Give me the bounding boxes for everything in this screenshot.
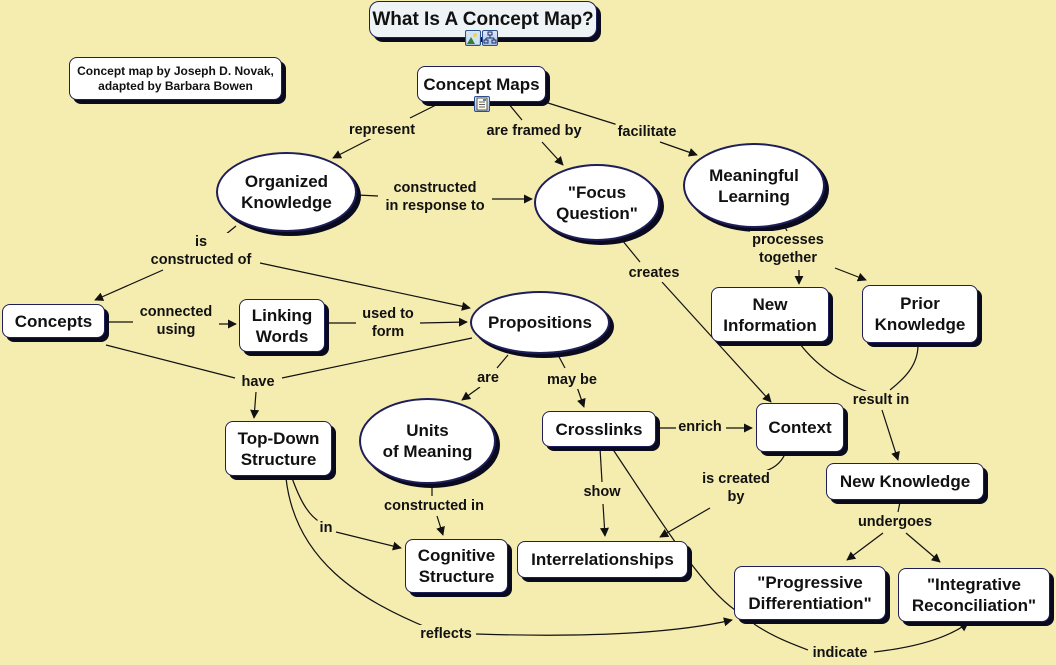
edge-result-in1 xyxy=(799,343,869,393)
concept-propositions[interactable]: Propositions xyxy=(470,291,610,354)
link-connected-using[interactable]: connected using xyxy=(137,303,215,339)
edge-have-out xyxy=(250,391,260,419)
edge-undergoes-out2 xyxy=(905,532,941,563)
link-result-in[interactable]: result in xyxy=(850,391,912,409)
concept-progressive-differentiation[interactable]: "Progressive Differentiation" xyxy=(734,566,886,620)
concept-concepts[interactable]: Concepts xyxy=(2,304,105,338)
concept-interrelationships[interactable]: Interrelationships xyxy=(517,541,688,578)
edge-have-in1 xyxy=(105,344,236,379)
link-have[interactable]: have xyxy=(239,373,277,391)
edge-result-out xyxy=(881,409,900,461)
link-in[interactable]: in xyxy=(317,519,335,537)
link-reflects[interactable]: reflects xyxy=(418,625,474,643)
link-used-to-form[interactable]: used to form xyxy=(360,305,416,341)
link-represent[interactable]: represent xyxy=(346,121,418,139)
edge-undergoes-out1 xyxy=(846,532,884,561)
edge-indicate-out xyxy=(873,622,969,653)
edge-constructedin-out xyxy=(436,515,445,536)
concept-prior-knowledge[interactable]: Prior Knowledge xyxy=(862,285,978,343)
concept-crosslinks[interactable]: Crosslinks xyxy=(542,411,656,447)
edge-in-out xyxy=(335,531,402,551)
link-is-constructed-of[interactable]: is constructed of xyxy=(148,233,254,269)
edge-reflects-in xyxy=(285,477,429,629)
edge-created-out xyxy=(659,507,711,538)
link-are[interactable]: are xyxy=(475,369,501,387)
concept-new-knowledge[interactable]: New Knowledge xyxy=(826,463,984,500)
image-resource-icon[interactable] xyxy=(465,30,481,46)
edge-response-in xyxy=(356,194,379,197)
link-may-be[interactable]: may be xyxy=(545,371,599,389)
edge-undergoes-in xyxy=(897,501,901,513)
edge-represent-out xyxy=(332,137,373,159)
concept-units-of-meaning[interactable]: Units of Meaning xyxy=(359,398,496,484)
concept-cognitive-structure[interactable]: Cognitive Structure xyxy=(405,539,508,593)
edge-represent-in xyxy=(409,102,441,119)
link-constructed-in-response-to[interactable]: constructed in response to xyxy=(383,179,487,215)
link-show[interactable]: show xyxy=(581,483,623,501)
link-processes-together[interactable]: processes together xyxy=(750,231,826,267)
edge-usedto-out xyxy=(419,317,468,327)
edge-processes-out2 xyxy=(834,267,867,282)
link-undergoes[interactable]: undergoes xyxy=(855,513,935,531)
concept-top-down-structure[interactable]: Top-Down Structure xyxy=(225,421,332,476)
credit-note: Concept map by Joseph D. Novak, adapted … xyxy=(69,57,282,100)
link-facilitate[interactable]: facilitate xyxy=(615,123,679,141)
edge-isconst-out1 xyxy=(94,269,164,301)
edge-creates-out xyxy=(661,281,772,403)
edge-reflects-out xyxy=(475,617,733,636)
concept-new-information[interactable]: New Information xyxy=(711,287,829,342)
link-indicate[interactable]: indicate xyxy=(810,644,870,662)
concept-meaningful-learning[interactable]: Meaningful Learning xyxy=(683,143,825,228)
link-constructed-in[interactable]: constructed in xyxy=(382,497,486,515)
edge-show-in xyxy=(599,447,603,483)
map-title: What Is A Concept Map? xyxy=(369,1,597,38)
edge-have-in2 xyxy=(281,337,473,379)
concept-focus-question[interactable]: "Focus Question" xyxy=(534,164,660,241)
concept-map-resource-icon[interactable] xyxy=(482,30,498,46)
concept-integrative-reconciliation[interactable]: "Integrative Reconciliation" xyxy=(898,568,1050,622)
edge-maybe-out xyxy=(576,386,586,408)
edge-in-in xyxy=(291,477,321,523)
edge-maybe-in xyxy=(557,354,566,369)
edge-creates-in xyxy=(621,239,641,263)
link-creates[interactable]: creates xyxy=(626,264,682,282)
link-enrich[interactable]: enrich xyxy=(676,418,724,436)
link-are-framed-by[interactable]: are framed by xyxy=(484,122,584,140)
concept-organized-knowledge[interactable]: Organized Knowledge xyxy=(216,152,357,232)
edge-facilitate-out xyxy=(659,141,698,157)
edge-indicate-in xyxy=(753,623,809,651)
edge-facilitate-in xyxy=(547,102,619,126)
edge-are-in xyxy=(496,354,509,369)
edge-isconst-out2 xyxy=(259,262,471,311)
concept-linking-words[interactable]: Linking Words xyxy=(239,299,325,352)
edge-framed-in xyxy=(507,102,523,121)
concept-context[interactable]: Context xyxy=(756,403,844,452)
document-resource-icon[interactable] xyxy=(474,96,490,112)
edge-framed-out xyxy=(541,141,564,166)
link-is-created-by[interactable]: is created by xyxy=(700,470,772,506)
edge-show-out xyxy=(600,503,609,537)
edge-are-out xyxy=(461,386,481,401)
edge-result-in2 xyxy=(889,344,919,391)
